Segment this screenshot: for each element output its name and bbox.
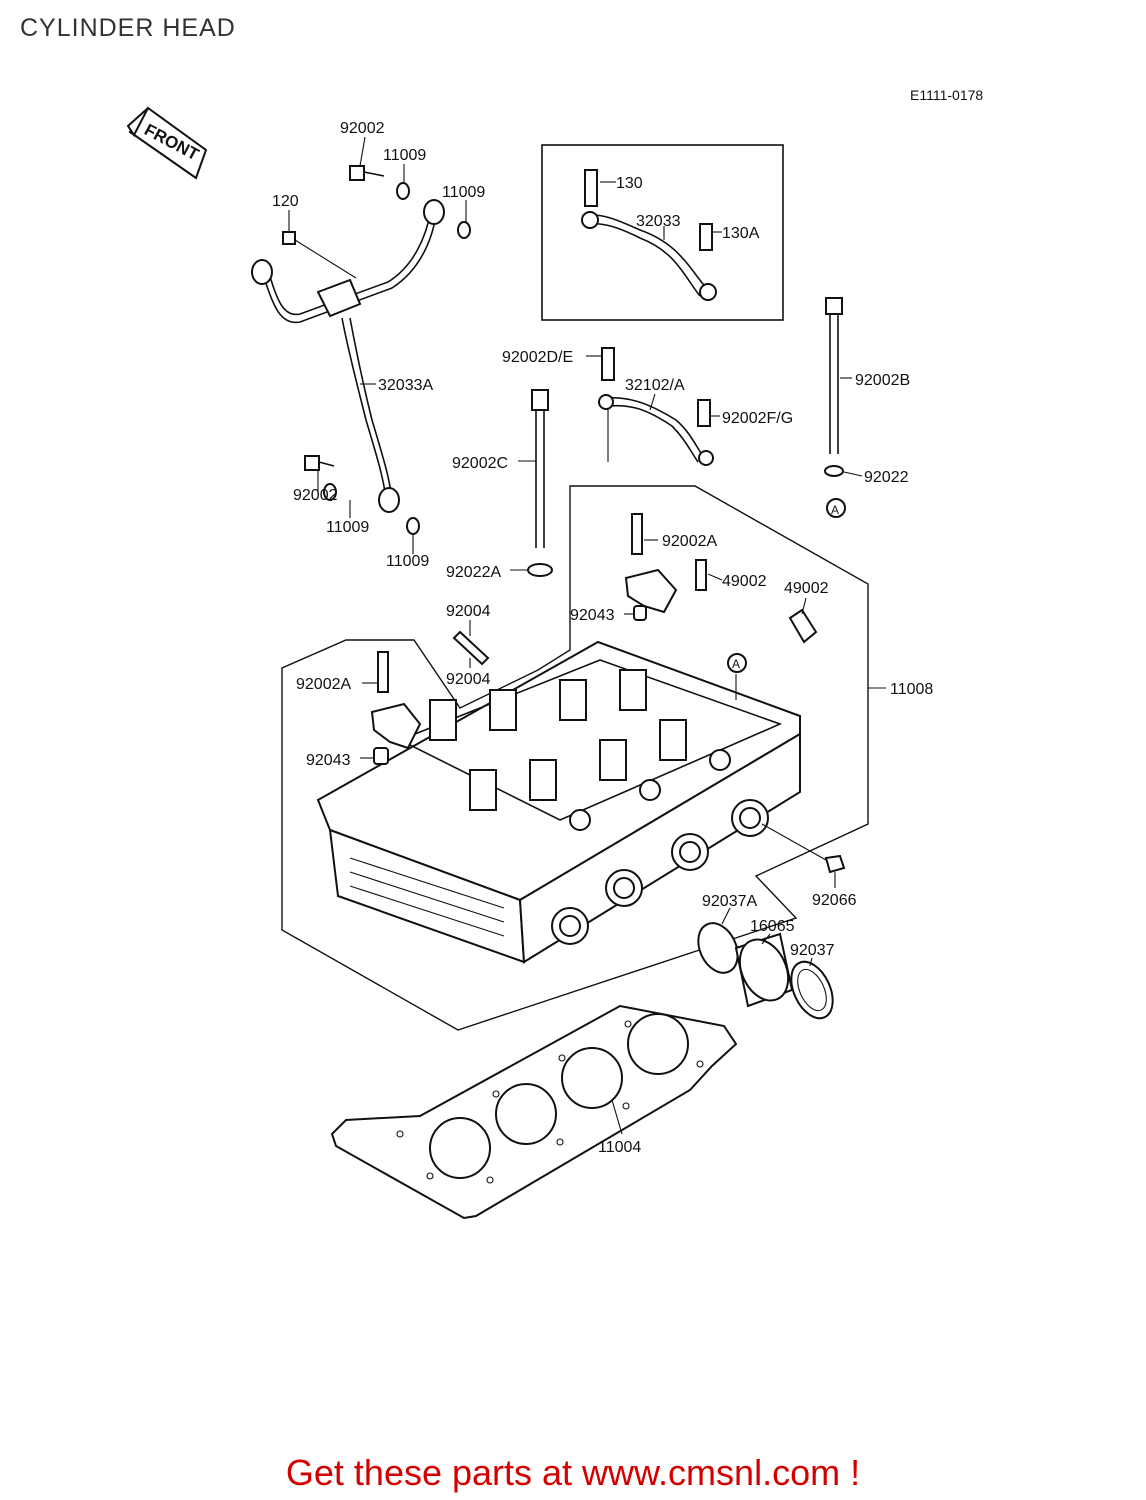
callout: 92002A — [296, 676, 351, 693]
intake-holder — [697, 922, 834, 1020]
footer-cta-link[interactable]: Get these parts at www.cmsnl.com ! — [285, 1452, 861, 1493]
callout: 92043 — [306, 752, 351, 769]
callout: 49002 — [722, 573, 767, 590]
head-gasket — [330, 1004, 738, 1220]
cylinder-head-body — [316, 640, 801, 964]
callout: 11009 — [326, 519, 369, 536]
callout: 11009 — [386, 553, 429, 570]
callout: 92004 — [446, 603, 491, 620]
front-arrow-icon: FRONT — [126, 106, 208, 180]
callout-labels: 92002 11009 11009 120 32033A 92002 11009… — [272, 120, 933, 1156]
callout: 49002 — [784, 580, 829, 597]
callout: 120 — [272, 193, 299, 210]
callout: 130A — [722, 225, 760, 242]
callout: 92037A — [702, 893, 757, 910]
callout: 11004 — [598, 1139, 641, 1156]
callout: 32033A — [378, 377, 433, 394]
callout: 92002B — [855, 372, 910, 389]
callout: 92002C — [452, 455, 508, 472]
callout: 92002 — [340, 120, 385, 137]
callout: 92002F/G — [722, 410, 793, 427]
callout: 92066 — [812, 892, 857, 909]
callout: 11008 — [890, 681, 933, 698]
small-parts — [370, 498, 846, 874]
callout: 92037 — [790, 942, 835, 959]
callout: 11009 — [383, 147, 426, 164]
callout: 92002D/E — [502, 349, 573, 366]
callout: 92022 — [864, 469, 909, 486]
callout: 92043 — [570, 607, 615, 624]
leader-lines — [288, 136, 886, 1135]
callout: 16065 — [750, 918, 795, 935]
oil-pipe-left — [251, 165, 471, 535]
callout: 32033 — [636, 213, 681, 230]
cylinder-head-outline — [281, 485, 869, 1031]
callout-ref-a: A — [831, 503, 839, 517]
callout: 92002A — [662, 533, 717, 550]
callout-ref-a: A — [732, 657, 740, 671]
callout: 92002 — [293, 487, 338, 504]
oil-pipe-inset-box — [541, 144, 784, 321]
callout: 32102/A — [625, 377, 685, 394]
callout: 130 — [616, 175, 643, 192]
callout: 92004 — [446, 671, 491, 688]
oil-pipe-center — [598, 347, 714, 466]
callout: 11009 — [442, 184, 485, 201]
reference-code: E1111-0178 — [910, 87, 983, 103]
callout: 92022A — [446, 564, 501, 581]
page-title: CYLINDER HEAD — [20, 14, 236, 42]
